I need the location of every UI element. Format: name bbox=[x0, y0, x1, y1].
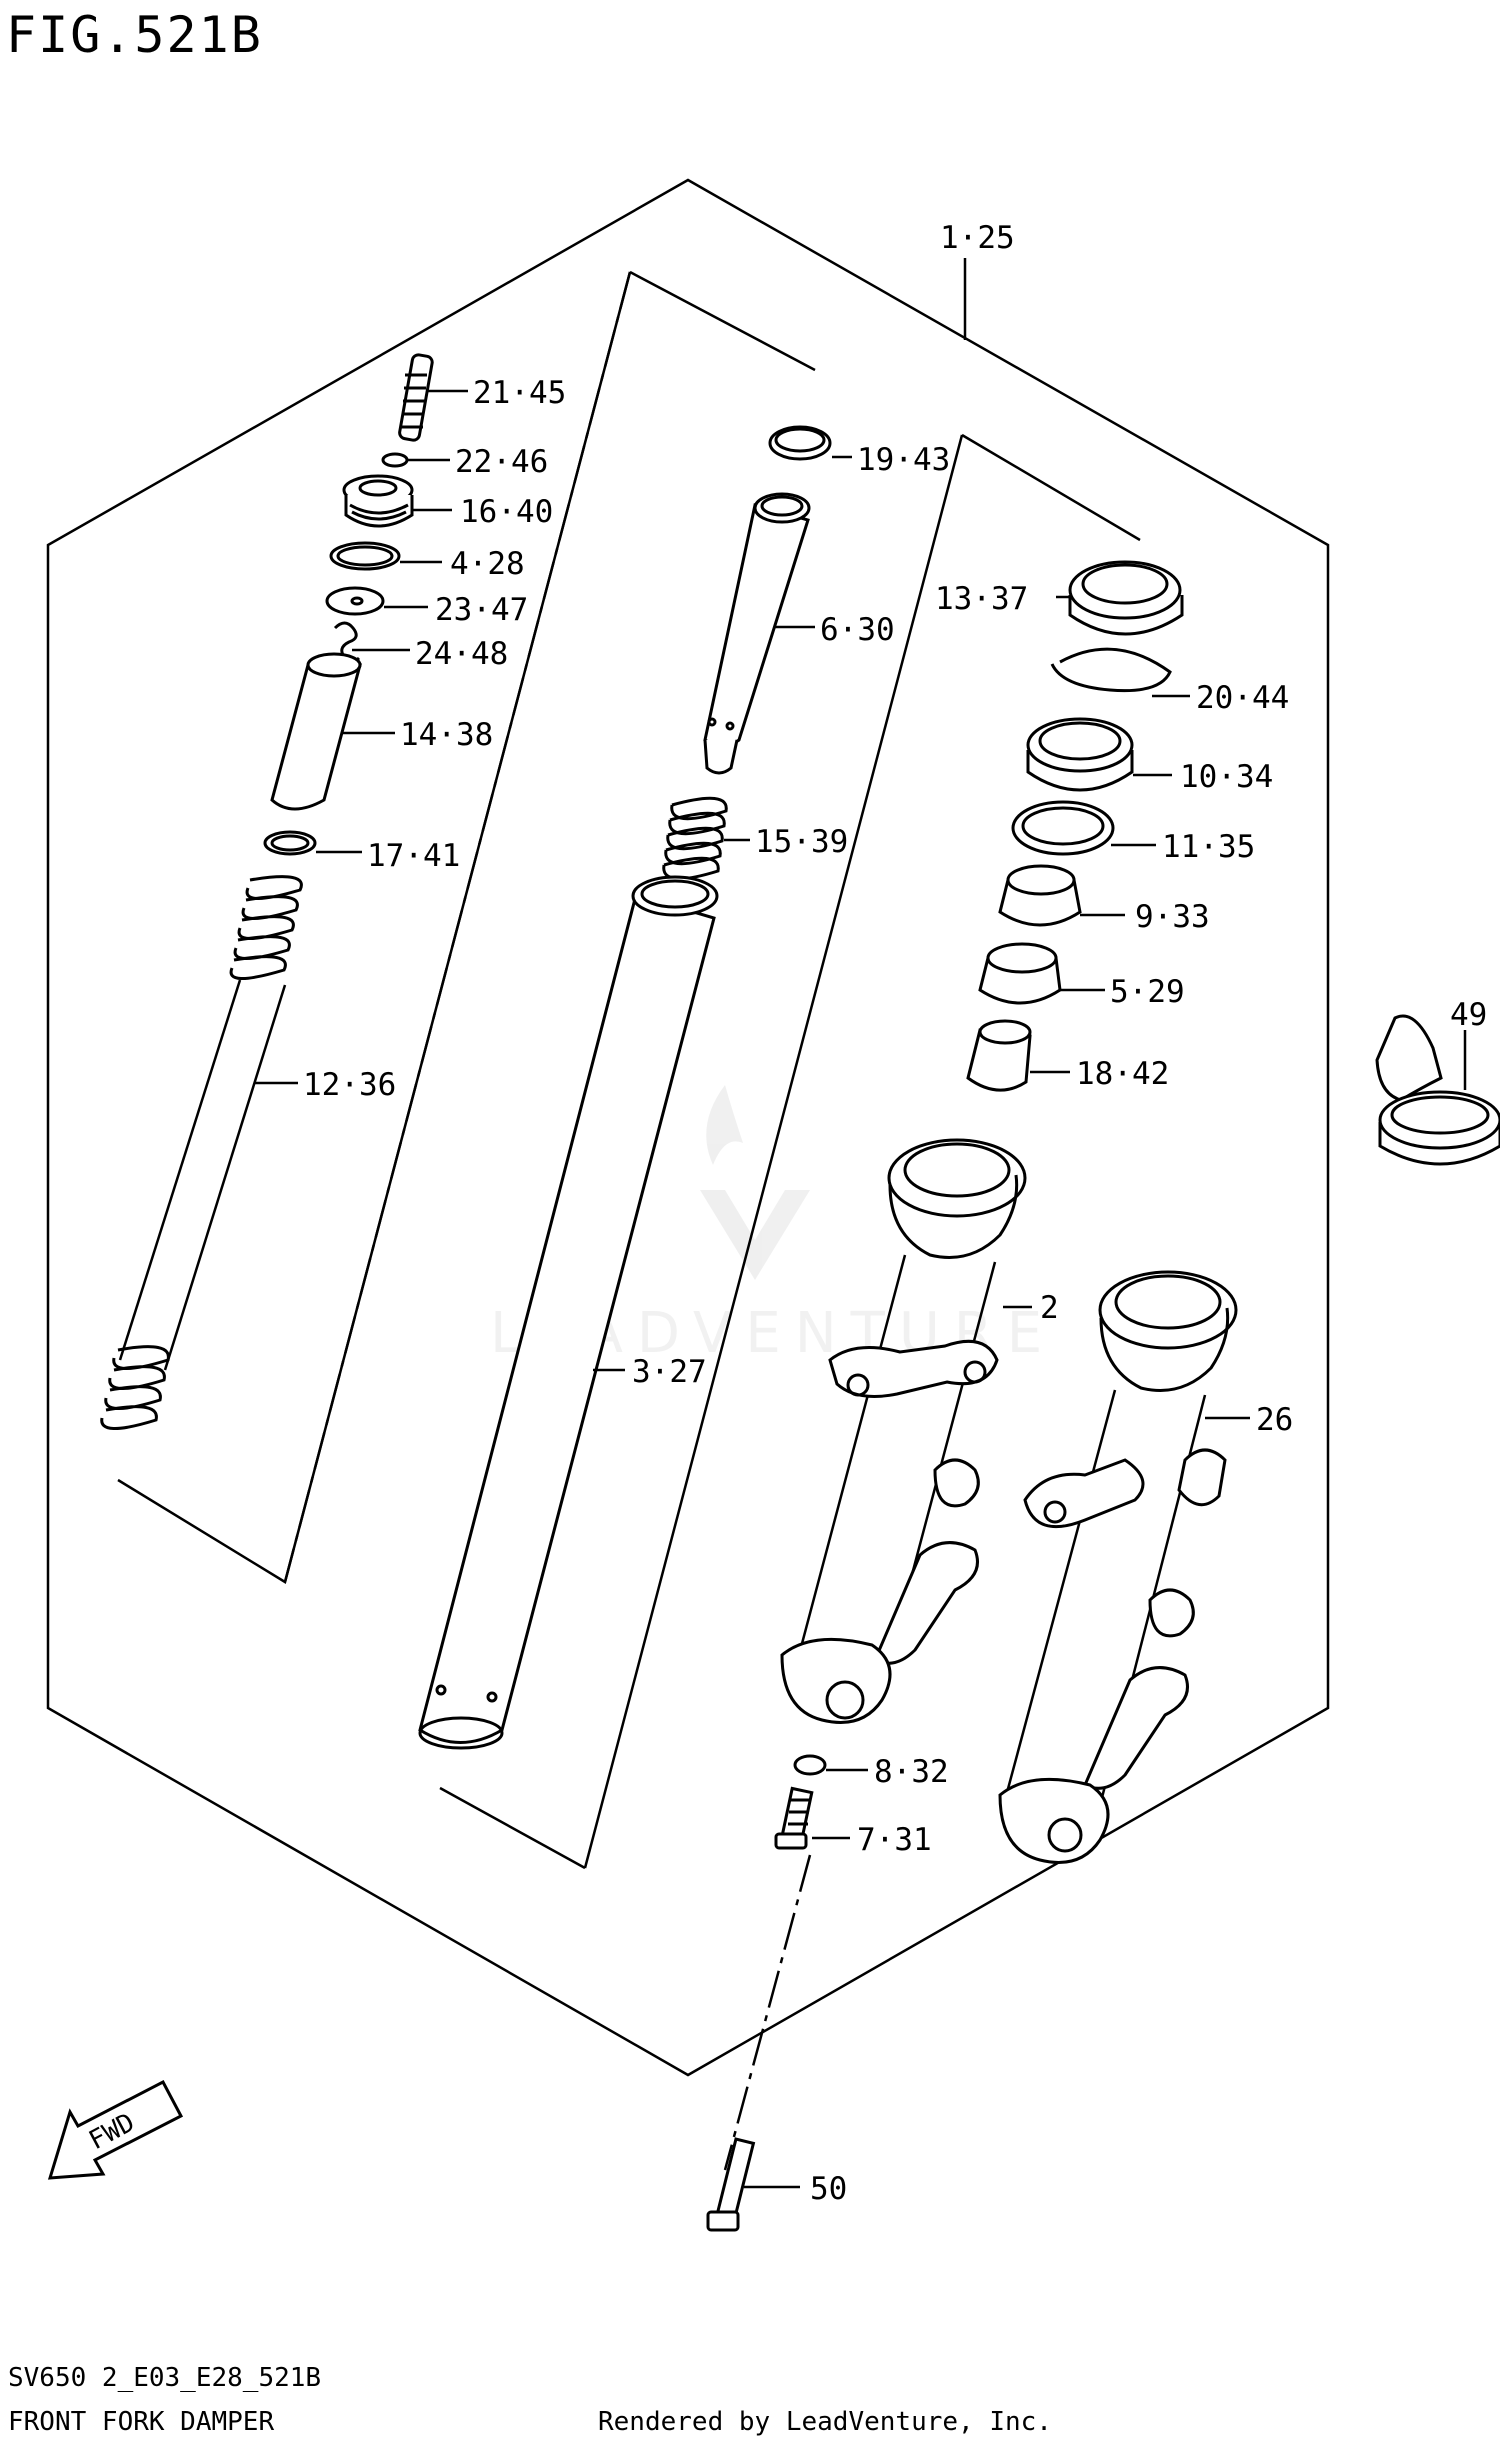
callout-20-44: 20·44 bbox=[1196, 680, 1289, 716]
group-outline-middle bbox=[629, 270, 816, 372]
callout-16-40: 16·40 bbox=[460, 494, 553, 530]
part-18-oil-lock bbox=[966, 1019, 1032, 1092]
callout-5-29: 5·29 bbox=[1110, 974, 1185, 1010]
callout-22-46: 22·46 bbox=[455, 444, 548, 480]
callout-13-37: 13·37 bbox=[935, 581, 1028, 617]
part-50-bolt bbox=[706, 2137, 756, 2232]
part-12-spring bbox=[100, 875, 303, 1430]
callout-15-39: 15·39 bbox=[755, 824, 848, 860]
callout-19-43: 19·43 bbox=[857, 442, 950, 478]
part-15-spring bbox=[662, 796, 728, 881]
callout-21-45: 21·45 bbox=[473, 375, 566, 411]
callout-50: 50 bbox=[810, 2171, 847, 2207]
part-7-bolt bbox=[774, 1786, 814, 1850]
callout-4-28: 4·28 bbox=[450, 546, 525, 582]
part-49-guard bbox=[1375, 1014, 1500, 1166]
part-6-rod bbox=[703, 492, 811, 775]
assembly-outline bbox=[46, 178, 1330, 2077]
callout-2: 2 bbox=[1040, 1290, 1059, 1326]
part-9-bush bbox=[998, 864, 1082, 927]
figure-title: FIG.521B bbox=[6, 6, 263, 64]
part-14-tube bbox=[270, 652, 362, 811]
part-11-washer bbox=[1011, 800, 1115, 856]
figure-code: SV650 2_E03_E28_521B bbox=[8, 2363, 321, 2393]
part-13-dust-seal bbox=[1068, 560, 1184, 636]
callout-11-35: 11·35 bbox=[1162, 829, 1255, 865]
callout-49: 49 bbox=[1450, 997, 1487, 1033]
part-16-valve bbox=[342, 474, 414, 528]
part-2-outer-tube bbox=[780, 1138, 1027, 1724]
callout-3-27: 3·27 bbox=[632, 1354, 707, 1390]
callout-14-38: 14·38 bbox=[400, 717, 493, 753]
callout-10-34: 10·34 bbox=[1180, 759, 1273, 795]
callout-23-47: 23·47 bbox=[435, 592, 528, 628]
callout-18-42: 18·42 bbox=[1076, 1056, 1169, 1092]
callout-8-32: 8·32 bbox=[874, 1754, 949, 1790]
callout-24-48: 24·48 bbox=[415, 636, 508, 672]
callout-7-31: 7·31 bbox=[857, 1822, 932, 1858]
callout-9-33: 9·33 bbox=[1135, 899, 1210, 935]
part-19-ring bbox=[768, 425, 832, 461]
callout-26: 26 bbox=[1256, 1402, 1293, 1438]
figure-name: FRONT FORK DAMPER bbox=[8, 2407, 274, 2437]
part-23-washer bbox=[325, 586, 385, 616]
rendered-by: Rendered by LeadVenture, Inc. bbox=[598, 2407, 1052, 2437]
part-10-oil-seal bbox=[1026, 717, 1134, 792]
part-21-rod bbox=[398, 353, 434, 442]
part-5-bush bbox=[978, 942, 1062, 1005]
part-26-outer-tube bbox=[998, 1270, 1238, 1864]
leader-lines bbox=[255, 389, 1467, 2189]
part-22-ring bbox=[381, 452, 409, 468]
fwd-arrow-icon: FWD bbox=[47, 2079, 184, 2180]
callout-1-25: 1·25 bbox=[940, 220, 1015, 256]
part-8-washer bbox=[793, 1754, 827, 1776]
callout-12-36: 12·36 bbox=[303, 1067, 396, 1103]
callout-6-30: 6·30 bbox=[820, 612, 895, 648]
callout-17-41: 17·41 bbox=[367, 838, 460, 874]
part-20-stopper-ring bbox=[1050, 647, 1172, 693]
part-3-inner-tube bbox=[418, 875, 719, 1750]
